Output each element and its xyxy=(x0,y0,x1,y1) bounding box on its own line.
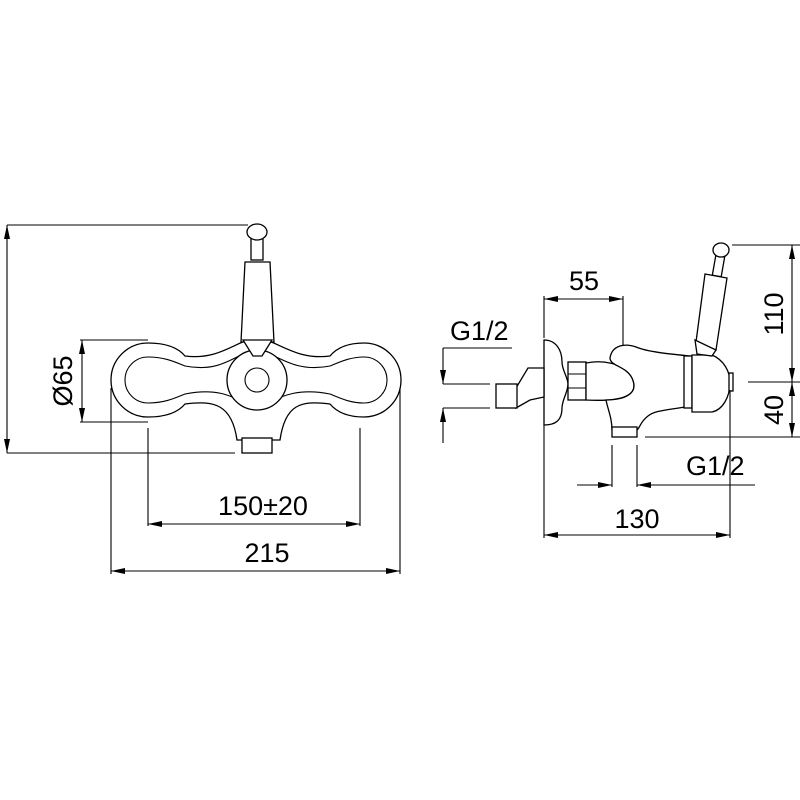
cartridge-cap xyxy=(691,354,731,413)
inlet-thread-dimension: G1/2 xyxy=(440,316,512,443)
height-above-label: 110 xyxy=(759,292,789,335)
height-dimension xyxy=(4,224,248,454)
side-view: 55 G1/2 110 40 G1/2 xyxy=(440,242,800,538)
mixer-body-front xyxy=(110,223,402,454)
handle-stem xyxy=(250,237,264,261)
diameter-label: Ø65 xyxy=(48,355,78,406)
outlet-thread-dimension: G1/2 xyxy=(577,445,755,488)
cap-ring xyxy=(683,355,693,409)
inlet-connector xyxy=(515,367,545,410)
center-boss xyxy=(226,349,288,411)
hex-nut xyxy=(567,361,587,401)
cap-end xyxy=(728,372,734,392)
handle-knob xyxy=(246,223,268,241)
center-distance-label: 150±20 xyxy=(218,491,308,521)
inlet-thread-label: G1/2 xyxy=(450,316,509,346)
height-dimensions-side: 110 40 xyxy=(645,244,800,438)
lever-handle xyxy=(240,261,275,343)
overall-depth-dimension: 130 xyxy=(543,390,731,538)
wall-flange xyxy=(543,339,569,426)
outlet-spout xyxy=(241,437,273,454)
overall-width-label: 215 xyxy=(244,538,289,568)
lever-handle-side xyxy=(695,273,728,351)
front-view: Ø65 150±20 215 xyxy=(4,223,402,574)
depth-dimension: 55 xyxy=(543,266,624,346)
handle-collar xyxy=(241,339,274,357)
inlet-pipe-end xyxy=(495,383,518,409)
depth-label: 55 xyxy=(569,266,599,296)
center-cap xyxy=(244,367,270,393)
diameter-dimension: Ø65 xyxy=(48,339,148,423)
outlet-fitting xyxy=(611,426,638,438)
mixer-body-side xyxy=(605,344,691,431)
overall-width-dimension: 215 xyxy=(110,388,401,574)
handle-knob-side xyxy=(712,242,730,258)
handle-stem-side xyxy=(711,254,726,278)
height-below-label: 40 xyxy=(759,395,789,425)
outlet-thread-label: G1/2 xyxy=(686,451,745,481)
handle-collar-side xyxy=(694,338,717,357)
center-distance-dimension: 150±20 xyxy=(147,428,361,527)
overall-depth-label: 130 xyxy=(614,504,659,534)
